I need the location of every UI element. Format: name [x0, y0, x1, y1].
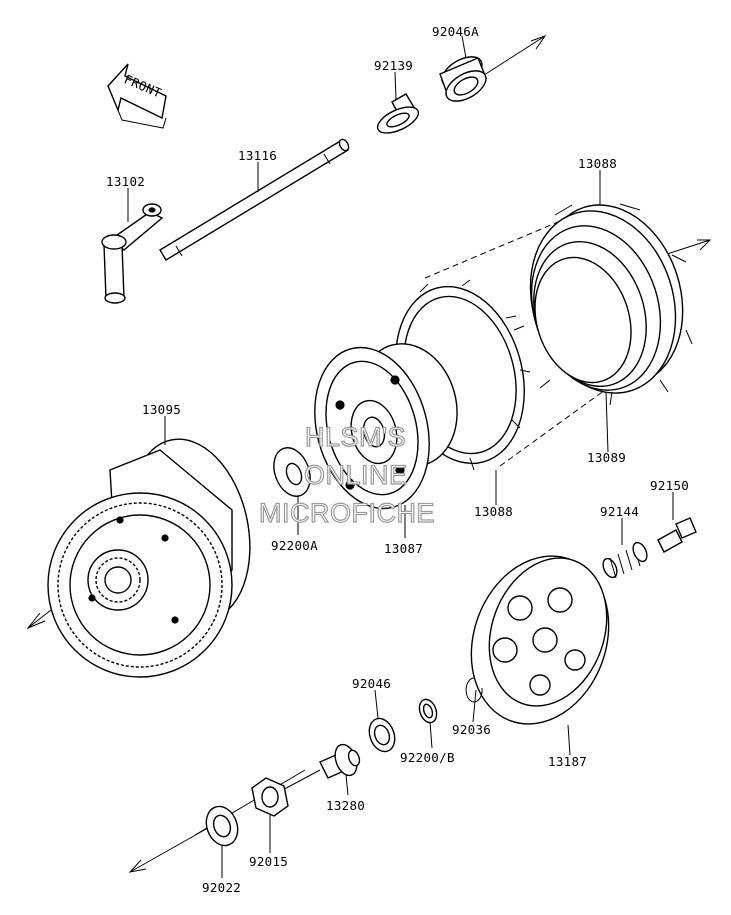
- leader-lines: [127, 35, 674, 878]
- circlip-92036: [465, 677, 483, 703]
- label-13116: 13116: [238, 148, 277, 163]
- clutch-housing-13095: [47, 438, 251, 678]
- collar-92139: [376, 93, 420, 134]
- label-92022: 92022: [202, 880, 241, 895]
- watermark-line-1: HLSM'S: [305, 422, 406, 452]
- watermark-line-2: ONLINE: [304, 460, 408, 490]
- washer-92200B: [418, 698, 438, 724]
- washer-92200A: [273, 447, 311, 497]
- label-92036: 92036: [452, 722, 491, 737]
- label-13187: 13187: [548, 754, 587, 769]
- watermark: HLSM'S ONLINE MICROFICHE: [258, 421, 435, 528]
- front-direction-arrow: FRONT: [107, 63, 167, 129]
- label-92046: 92046: [352, 676, 391, 691]
- nut-92015: [251, 777, 289, 817]
- label-92139: 92139: [374, 58, 413, 73]
- label-92015: 92015: [249, 854, 288, 869]
- label-13087: 13087: [384, 541, 423, 556]
- label-92200B: 92200/B: [400, 750, 455, 765]
- label-92046A: 92046A: [432, 24, 479, 39]
- dashed-alignment-lines: [424, 221, 606, 467]
- push-rod-13116: [159, 138, 350, 261]
- release-lever-13102: [101, 203, 164, 304]
- label-92150: 92150: [650, 478, 689, 493]
- clutch-hub-13087: [314, 343, 458, 510]
- part-labels: 92046A 92139 13116 13102 13088 13089 130…: [106, 24, 689, 895]
- pusher-13280: [319, 743, 361, 779]
- watermark-line-3: MICROFICHE: [259, 498, 435, 528]
- label-13280: 13280: [326, 798, 365, 813]
- pressure-plate-13187: [470, 555, 610, 725]
- label-13089: 13089: [587, 450, 626, 465]
- lock-washer-92022: [205, 805, 239, 847]
- spring-92144: [602, 541, 648, 579]
- label-92144: 92144: [600, 504, 639, 519]
- label-13095: 13095: [142, 402, 181, 417]
- label-92200A: 92200A: [271, 538, 318, 553]
- label-13102: 13102: [106, 174, 145, 189]
- label-13088-bottom: 13088: [474, 504, 513, 519]
- bearing-92046: [368, 717, 396, 753]
- friction-plates-13088-13089: [513, 203, 693, 406]
- label-13088-top: 13088: [578, 156, 617, 171]
- needle-bearing-92046A: [439, 56, 487, 102]
- bolt-92150: [657, 517, 697, 553]
